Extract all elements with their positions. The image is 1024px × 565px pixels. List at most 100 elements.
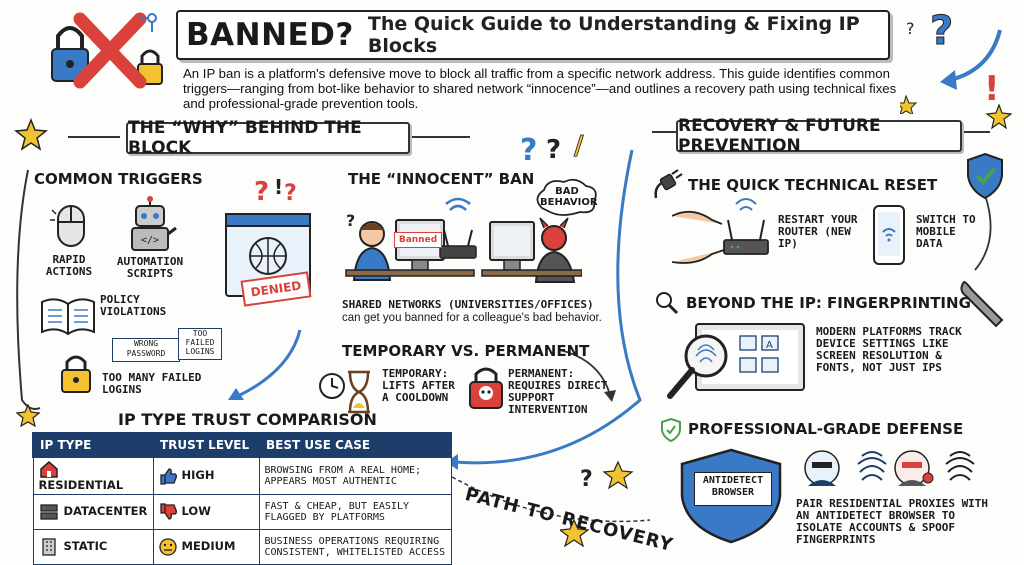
bad-behavior-label: BAD BEHAVIOR [540,186,598,208]
title-box: BANNED? The Quick Guide to Understanding… [176,10,890,60]
col-best-use: BEST USE CASE [258,432,452,458]
why-banner: THE “WHY” BEHIND THE BLOCK [126,118,410,158]
server-icon [39,504,58,520]
stars-doodle: ? [560,460,634,548]
best-use-cell: BROWSING FROM A REAL HOME; APPEARS MOST … [258,456,452,495]
svg-text:</>: </> [141,235,159,246]
intro-text: An IP ban is a platform's defensive move… [183,66,897,111]
col-trust-level: TRUST LEVEL [152,432,260,458]
recovery-banner: RECOVERY & FUTURE PREVENTION [676,116,962,156]
trust-level-cell: HIGH [152,456,260,495]
star-icon [16,404,40,428]
fingerprint-monitor-illustration: A [667,323,805,399]
best-use-cell: FAST & CHEAP, BUT EASILY FLAGGED BY PLAT… [258,494,452,530]
padlock-icon [61,355,91,393]
defense-text: PAIR RESIDENTIAL PROXIES WITH AN ANTIDET… [796,497,989,546]
bad-behavior-cloud [536,178,597,216]
trust-heading: IP TYPE TRUST COMPARISON [118,410,377,429]
identity-icons [804,450,975,486]
trigger-failed: TOO MANY FAILED LOGINS [102,371,202,396]
innocent-heading: THE “INNOCENT” BAN [348,170,535,188]
trust-level-label: LOW [181,503,211,518]
reset-heading: THE QUICK TECHNICAL RESET [688,176,938,194]
wrong-password-window: WRONG PASSWORD [112,338,180,362]
antidetect-label: ANTIDETECT BROWSER [694,472,772,506]
fingerprint-heading: BEYOND THE IP: FINGERPRINTING [686,294,971,312]
trigger-rapid: RAPID ACTIONS [45,253,93,278]
page-title: BANNED? [186,17,354,53]
svg-text:?: ? [580,467,593,492]
trust-table-header: IP TYPE TRUST LEVEL BEST USE CASE [32,432,452,458]
svg-text:?: ? [254,177,269,207]
trust-level-cell: MEDIUM [152,529,260,565]
too-failed-label: TOO FAILED LOGINS [185,329,215,356]
svg-text:!: ! [274,175,283,199]
defense-heading: PROFESSIONAL-GRADE DEFENSE [688,420,964,438]
trust-table: IP TYPE TRUST LEVEL BEST USE CASE RESIDE… [32,432,452,565]
svg-text:?: ? [520,133,537,168]
clock-hourglass-icon [319,370,370,414]
trust-table-wrap: IP TYPE TRUST LEVEL BEST USE CASE RESIDE… [32,432,452,565]
mouse-click-icon [50,205,85,247]
star-icon [14,118,48,151]
shield-small-icon [661,418,681,442]
reset-router: RESTART YOUR ROUTER (NEW IP) [778,213,858,250]
table-row: STATIC MEDIUM BUSINESS OPERATIONS REQUIR… [32,529,452,565]
best-use-cell: BUSINESS OPERATIONS REQUIRING CONSISTENT… [258,529,452,565]
svg-text:?: ? [284,181,297,206]
ip-type-label: RESIDENTIAL [38,478,124,492]
table-row: RESIDENTIAL HIGH BROWSING FROM A REAL HO… [32,456,452,495]
recovery-banner-label: RECOVERY & FUTURE PREVENTION [678,116,881,156]
thumbs-up-icon [159,468,177,485]
robot-icon: </> [131,196,177,251]
ip-type-cell: DATACENTER [32,494,154,530]
wrong-password-label: WRONG PASSWORD [126,339,166,358]
question-exclaim-icon: ? ? / [520,131,584,168]
skull-lock-icon [469,367,503,409]
trigger-automation: AUTOMATION SCRIPTS [116,255,184,280]
thumbs-down-icon [159,503,177,520]
ip-type-cell: STATIC [32,529,154,565]
svg-text:?: ? [906,19,915,38]
router-restart-illustration [672,198,769,264]
svg-text:?: ? [546,135,561,165]
fingerprint-text: MODERN PLATFORMS TRACK DEVICE SETTINGS L… [816,325,962,374]
neutral-face-icon [158,538,177,556]
failed-logins-window: TOO FAILED LOGINS [178,328,222,360]
star-icon [986,104,1012,130]
table-row: DATACENTER LOW FAST & CHEAP, BUT EASILY … [32,494,452,530]
mobile-phone-icon [873,205,905,265]
svg-text:!: ! [984,69,1000,109]
svg-text:?: ? [346,211,355,230]
shield-check-icon [967,152,1003,200]
temporary-text: TEMPORARY: LIFTS AFTER A COOLDOWN [382,367,455,404]
trust-level-cell: LOW [152,494,260,530]
banned-lock-icon [51,12,163,89]
col-ip-type: IP TYPE [32,432,154,458]
house-icon [39,461,58,478]
ip-type-label: STATIC [63,538,108,553]
permanent-text: PERMANENT: REQUIRES DIRECT SUPPORT INTER… [508,367,608,416]
innocent-caption-1: SHARED NETWORKS (UNIVERSITIES/OFFICES) [342,298,594,311]
temp-perm-heading: TEMPORARY VS. PERMANENT [342,342,590,360]
shared-network-illustration: ? [345,197,582,283]
book-icon [41,298,95,336]
why-banner-label: THE “WHY” BEHIND THE BLOCK [128,118,362,158]
banned-tag: Banned [394,232,442,248]
svg-text:A: A [766,340,773,351]
building-icon [41,538,56,556]
trigger-policy: POLICY VIOLATIONS [100,293,167,318]
trust-level-label: MEDIUM [181,538,236,553]
triggers-heading: COMMON TRIGGERS [34,170,203,188]
trust-level-label: HIGH [181,467,215,482]
svg-text:?: ? [930,8,953,54]
ip-type-label: DATACENTER [63,503,148,518]
svg-text:/: / [574,131,584,161]
ip-type-cell: RESIDENTIAL [32,456,154,495]
page-subtitle: The Quick Guide to Understanding & Fixin… [367,13,860,57]
reset-mobile: SWITCH TO MOBILE DATA [916,213,976,250]
question-marks-icon: ? ? ! [900,8,1000,114]
plug-icon [654,169,683,199]
magnifier-small-icon [656,292,679,315]
